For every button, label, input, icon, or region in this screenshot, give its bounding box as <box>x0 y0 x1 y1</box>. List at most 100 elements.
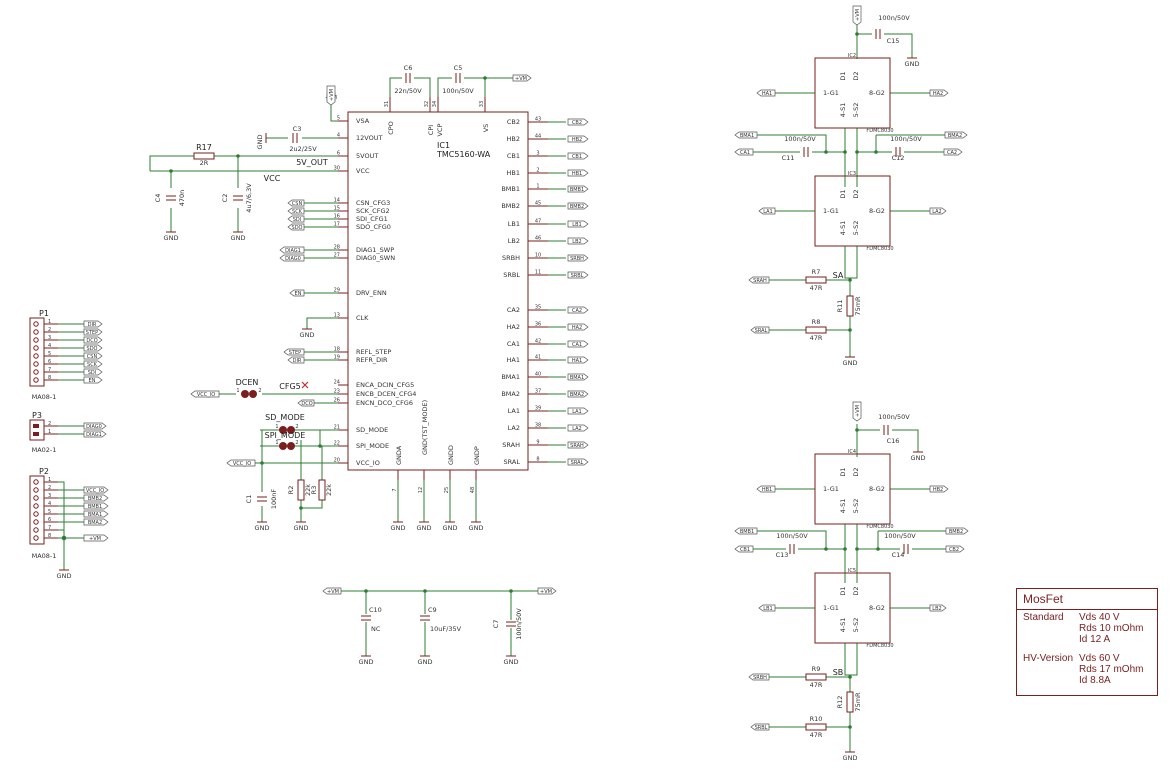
net-label-text: +VM <box>515 76 527 82</box>
net-label-box <box>83 422 107 430</box>
ic1-pin-number: 5 <box>337 116 340 122</box>
connector-pin <box>33 495 39 501</box>
net-label-box <box>83 534 109 542</box>
ic1-pin-number: 48 <box>470 487 476 493</box>
ic1-pin-number: 7 <box>392 488 398 491</box>
gnd-label: GND <box>391 524 406 532</box>
net-label-text: HB2 <box>933 487 943 493</box>
resistor-ref: R12 <box>836 696 844 709</box>
net-label-box <box>734 131 758 139</box>
mosfet-pin: D1 <box>839 467 847 476</box>
net-label-box <box>83 360 103 368</box>
gnd-label: GND <box>843 359 858 367</box>
net-label-text: BMB2 <box>88 496 102 502</box>
net-label: BMB1 <box>567 185 589 193</box>
ic1-pin-number: 10 <box>535 253 541 259</box>
ic1-pin-number: 1 <box>536 184 539 190</box>
cap-ref: C2 <box>221 194 229 203</box>
ic1-pin-number: 21 <box>334 425 340 431</box>
cap-ref: C15 <box>887 37 900 45</box>
net-label: SDI <box>83 368 103 376</box>
net-name: SA <box>833 271 844 280</box>
pin-number: 1 <box>275 440 278 446</box>
connector-pin <box>33 519 39 525</box>
cap-value: 100n/50V <box>515 608 523 640</box>
solder-jumper <box>241 390 249 398</box>
connector-pin <box>33 337 39 343</box>
ic1-pin-name: BMB2 <box>501 202 520 210</box>
resistor-ref: R7 <box>812 268 821 276</box>
resistor-ref: R17 <box>196 143 212 152</box>
solder-jumper <box>279 442 287 450</box>
net-label-text: CB2 <box>572 120 582 126</box>
net-label: HB2 <box>567 135 589 143</box>
ic1-pin-number: 9 <box>536 440 539 446</box>
pin-number: 2 <box>295 440 298 446</box>
ic1-pin-number: 22 <box>334 441 340 447</box>
ic1-pin-name: LA1 <box>508 407 520 415</box>
net-label-text: HB2 <box>572 137 582 143</box>
pin-number: 8 <box>48 533 51 539</box>
net-label: SRAL <box>567 458 589 466</box>
net-label-text: BMB1 <box>740 529 754 535</box>
net-label: BMB1 <box>83 502 109 510</box>
cap-value: 2u2/25V <box>289 145 317 153</box>
mosfet-pin: D2 <box>852 71 860 80</box>
mosfet-row-values: Vds 60 V Rds 17 mOhm Id 8.8A <box>1079 653 1144 686</box>
net-label: LB1 <box>567 220 589 228</box>
net-label-text: LA2 <box>932 209 942 215</box>
net-label-box <box>929 207 947 215</box>
net-label: CA2 <box>567 306 589 314</box>
solder-jumper <box>279 426 287 434</box>
connector-pin <box>33 487 39 493</box>
net-name: VCC <box>264 174 281 183</box>
net-label-text: VCC_IO <box>86 488 104 494</box>
ic1-pin-name: 5VOUT <box>356 152 378 160</box>
pin-number: 1 <box>48 429 51 435</box>
net-label-box <box>756 89 776 97</box>
net-label: SDO <box>287 223 305 231</box>
net-label-text: CA2 <box>572 308 582 314</box>
net-label-box <box>83 502 109 510</box>
ic1-pin-number: 13 <box>334 313 340 319</box>
net-label-text: EN <box>295 291 302 297</box>
cap-value: 22n/50V <box>394 87 422 95</box>
net-label-box <box>567 306 589 314</box>
net-label: +VM <box>83 534 109 542</box>
net-label-text: EN <box>89 378 96 384</box>
mosfet-pin: 4-S1 <box>839 618 847 633</box>
ic1-pin-number: 19 <box>334 355 340 361</box>
ic1-pin-number: 26 <box>334 398 340 404</box>
ic1-pin-number: 2 <box>536 168 539 174</box>
ic1-pin-number: 28 <box>334 245 340 251</box>
net-label-text: DIAG1 <box>285 248 301 254</box>
ic1-pin-name: HA2 <box>507 323 520 331</box>
ic1-pin-number: 20 <box>334 458 340 464</box>
net-label: BMA1 <box>567 373 589 381</box>
net-label: HA1 <box>567 356 589 364</box>
net-label-box <box>750 723 770 731</box>
resistor-value: 22k <box>325 484 333 496</box>
net-name: SB <box>833 668 844 677</box>
net-label-box <box>83 486 109 494</box>
mosfet-part: FDMC8030 <box>866 128 893 134</box>
cap-value: 100n/50V <box>878 14 910 22</box>
ic1-pin-name: HB1 <box>507 169 520 177</box>
net-label: +VM <box>322 587 342 595</box>
net-label: SRBL <box>750 723 770 731</box>
ic1-pin-name: BMA2 <box>501 390 520 398</box>
net-label-box <box>734 148 754 156</box>
net-label-text: HA2 <box>933 91 943 97</box>
net-label-text: STEP <box>289 350 301 356</box>
connector-pin <box>33 511 39 517</box>
net-label-box <box>83 430 107 438</box>
net-label: LA2 <box>929 207 947 215</box>
net-label: +VM <box>537 587 557 595</box>
ic1-pin-name: VCP <box>436 123 444 136</box>
ic1-pin-number: 4 <box>337 133 340 139</box>
ic1-pin-name: GND(TST_MODE) <box>421 400 429 455</box>
ic1-pin-number: 15 <box>334 206 340 212</box>
no-connect-mark <box>301 381 309 389</box>
net-label-box <box>83 344 103 352</box>
net-label-text: SDO <box>292 225 303 231</box>
